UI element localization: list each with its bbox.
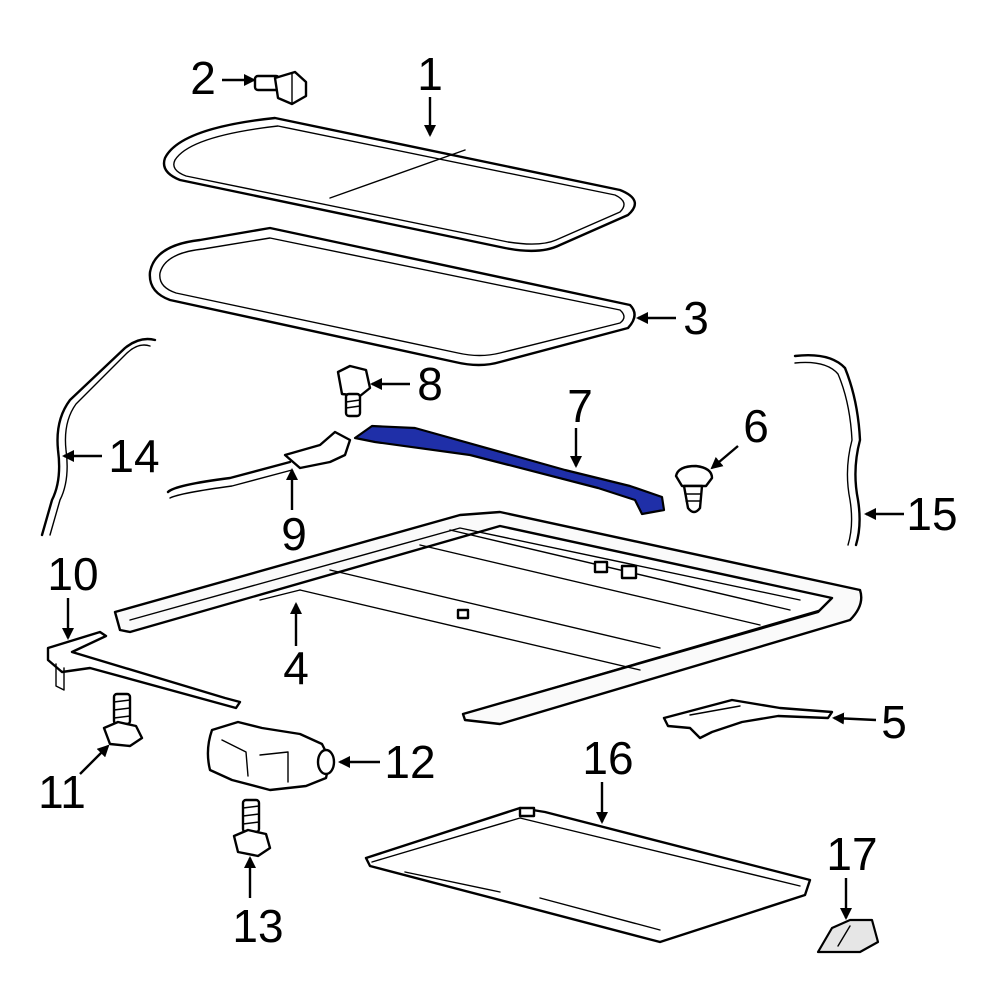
callout-6: 6 [743, 400, 769, 452]
callout-8: 8 [417, 358, 443, 410]
part-17-clip[interactable] [816, 918, 880, 954]
part-5-bracket[interactable] [662, 698, 834, 740]
part-9-guide-cable[interactable] [166, 430, 352, 499]
part-2-bolt[interactable] [253, 70, 308, 106]
callout-12: 12 [384, 736, 435, 788]
callout-1: 1 [417, 48, 443, 100]
callout-3: 3 [683, 292, 709, 344]
part-1-glass-panel[interactable] [162, 116, 637, 253]
callout-10: 10 [47, 548, 98, 600]
part-4-sunroof-frame[interactable] [113, 510, 863, 726]
callout-14: 14 [108, 430, 159, 482]
part-12-motor[interactable] [206, 720, 336, 792]
callout-13: 13 [232, 900, 283, 952]
callout-16: 16 [582, 732, 633, 784]
callout-labels: 1 2 3 4 5 6 7 8 9 10 11 12 13 14 15 16 1… [38, 48, 957, 952]
callout-2: 2 [190, 52, 216, 104]
part-3-seal[interactable] [148, 226, 636, 367]
callout-11: 11 [38, 766, 86, 818]
part-8-screw[interactable] [336, 364, 372, 418]
part-10-guide-rail[interactable] [46, 630, 242, 710]
part-7-wind-deflector[interactable] [353, 424, 666, 516]
deflector-highlight [353, 424, 666, 516]
callout-5: 5 [881, 696, 907, 748]
callout-7: 7 [567, 380, 593, 432]
part-15-drain-hose[interactable] [793, 354, 862, 547]
part-11-bolt[interactable] [102, 692, 144, 748]
part-14-drain-hose[interactable] [40, 337, 157, 537]
callout-15: 15 [906, 488, 957, 540]
part-16-sunshade[interactable] [364, 806, 812, 944]
callout-17: 17 [826, 828, 877, 880]
callout-9: 9 [281, 508, 307, 560]
callout-4: 4 [283, 642, 309, 694]
part-13-bolt[interactable] [232, 798, 272, 858]
part-6-screw[interactable] [674, 464, 714, 514]
leader-lines [62, 74, 904, 920]
